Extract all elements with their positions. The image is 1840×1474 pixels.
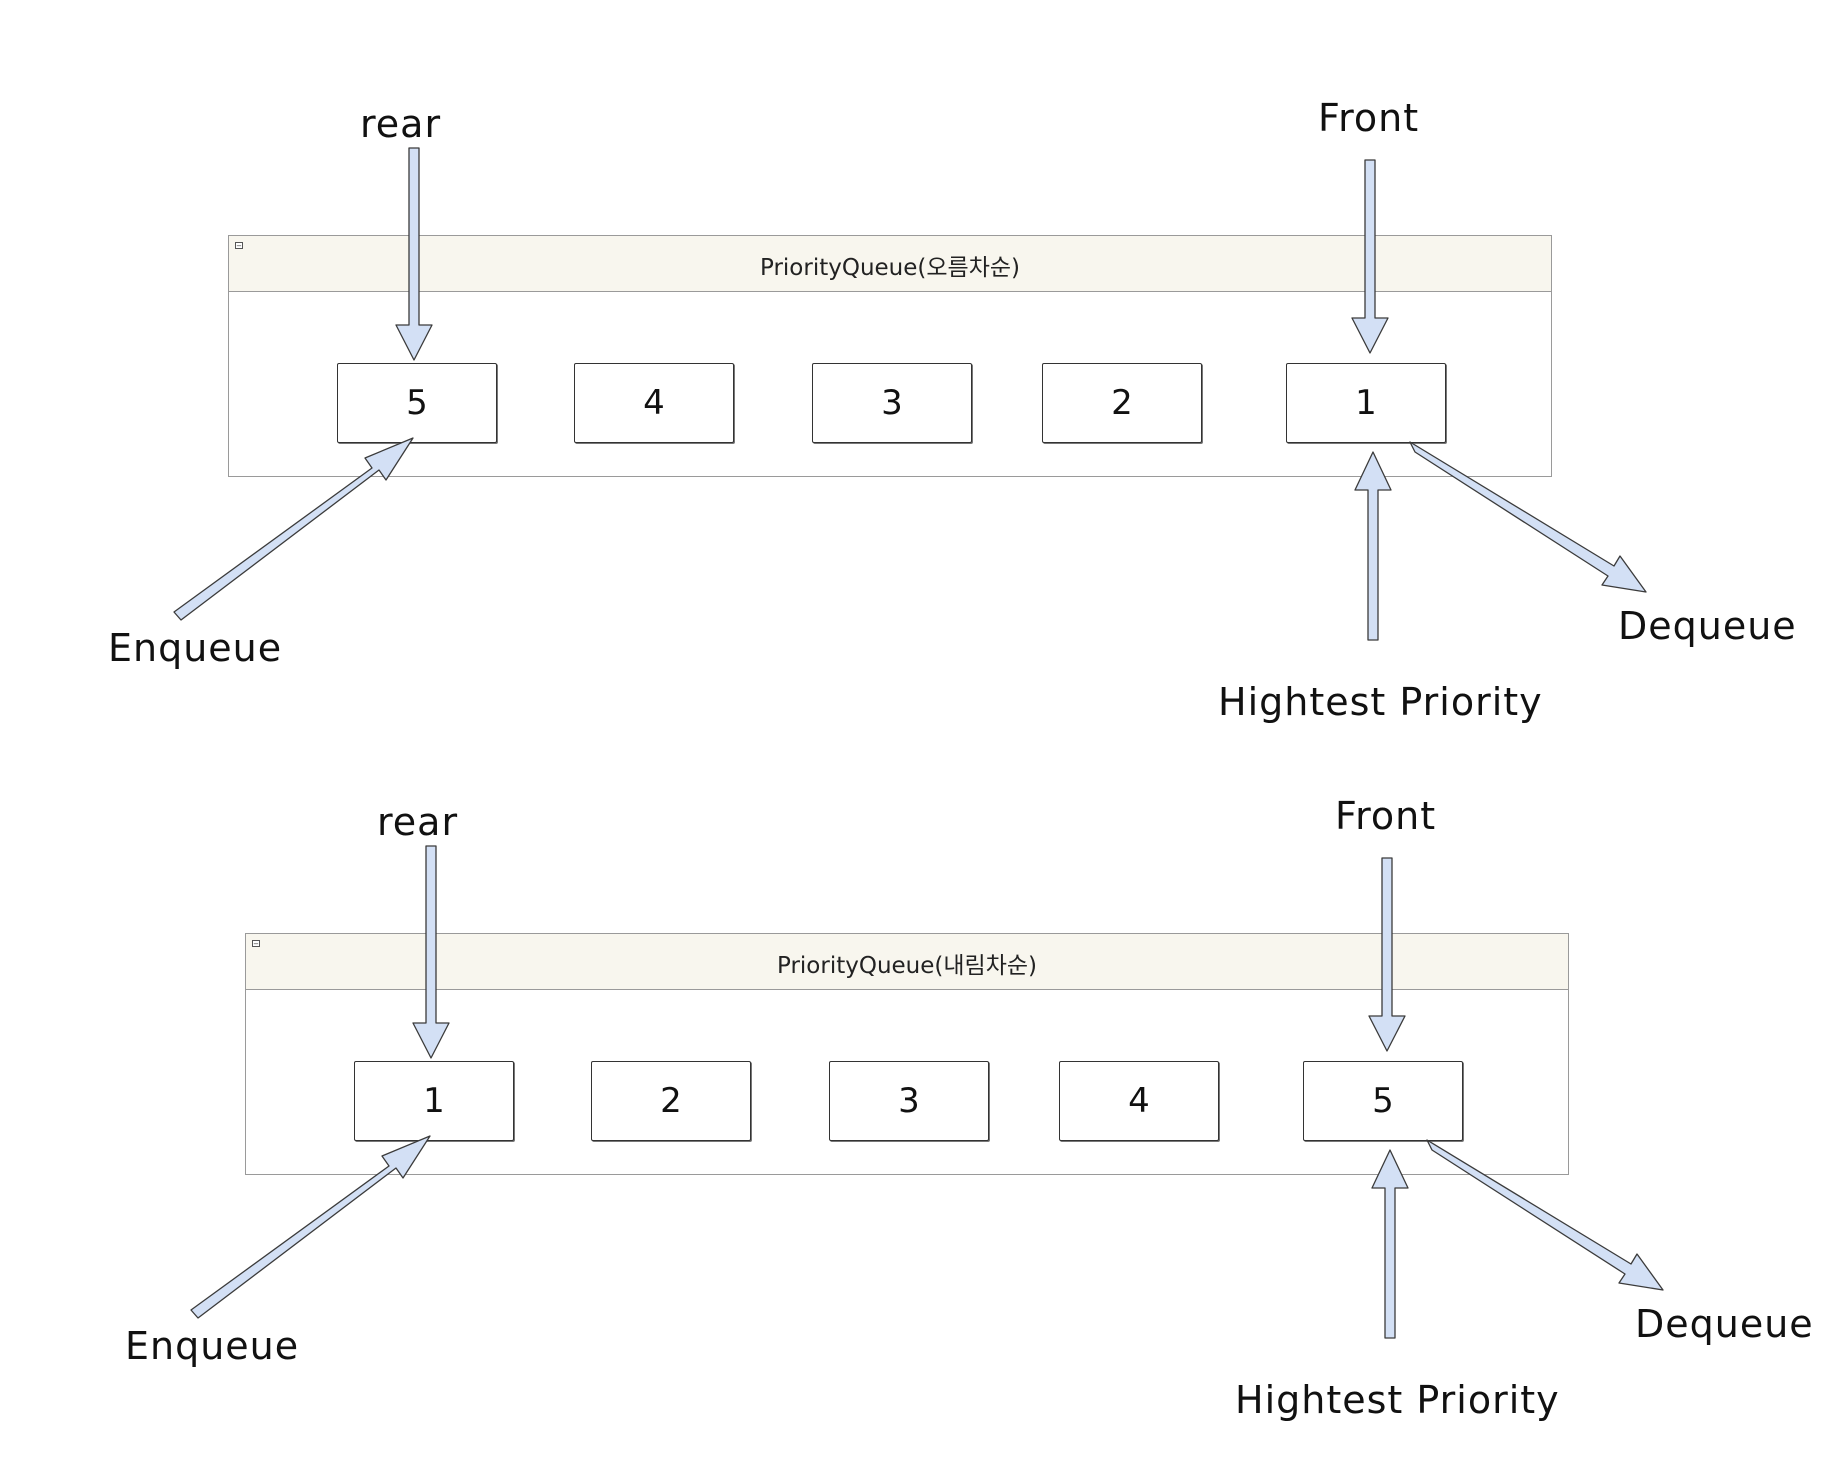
queue-cell: 4 (1059, 1061, 1219, 1141)
highest-priority-label: Hightest Priority (1218, 680, 1543, 724)
queue-header: − PriorityQueue(내림차순) (246, 934, 1568, 990)
queue-header: − PriorityQueue(오름차순) (229, 236, 1551, 292)
priority-queue-diagram-descending: rear Front Enqueue Dequeue Hightest Prio… (17, 698, 1840, 1422)
queue-container: − PriorityQueue(내림차순) 1 2 3 4 5 (245, 933, 1569, 1175)
dequeue-label: Dequeue (1618, 604, 1797, 648)
queue-title: PriorityQueue(오름차순) (759, 255, 1020, 281)
queue-title: PriorityQueue(내림차순) (776, 953, 1037, 979)
front-arrow (1351, 159, 1389, 354)
queue-cell: 3 (829, 1061, 989, 1141)
enqueue-arrow (173, 437, 414, 621)
enqueue-arrow (190, 1135, 431, 1319)
priority-queue-diagram-ascending: rear Front Enqueue Dequeue Hightest Prio… (0, 0, 1840, 724)
rear-arrow (395, 147, 433, 361)
arrows-layer (173, 147, 1647, 641)
rear-label: rear (377, 800, 459, 844)
enqueue-label: Enqueue (125, 1324, 300, 1368)
queue-cell: 2 (591, 1061, 751, 1141)
front-label: Front (1318, 96, 1420, 140)
front-arrow (1368, 857, 1406, 1052)
queue-cell: 1 (1286, 363, 1446, 443)
queue-cell: 1 (354, 1061, 514, 1141)
collapse-icon[interactable]: − (235, 242, 243, 250)
dequeue-arrow (1409, 441, 1647, 593)
rear-label: rear (360, 102, 442, 146)
highest-priority-label: Hightest Priority (1235, 1378, 1560, 1422)
queue-cell: 5 (337, 363, 497, 443)
collapse-icon[interactable]: − (252, 940, 260, 948)
arrows-layer (190, 845, 1664, 1339)
queue-cell: 4 (574, 363, 734, 443)
dequeue-arrow (1426, 1139, 1664, 1291)
queue-cell: 2 (1042, 363, 1202, 443)
priority-arrow (1371, 1149, 1409, 1339)
queue-cell: 3 (812, 363, 972, 443)
front-label: Front (1335, 794, 1437, 838)
dequeue-label: Dequeue (1635, 1302, 1814, 1346)
queue-cell: 5 (1303, 1061, 1463, 1141)
queue-container: − PriorityQueue(오름차순) 5 4 3 2 1 (228, 235, 1552, 477)
enqueue-label: Enqueue (108, 626, 283, 670)
priority-arrow (1354, 451, 1392, 641)
rear-arrow (412, 845, 450, 1059)
